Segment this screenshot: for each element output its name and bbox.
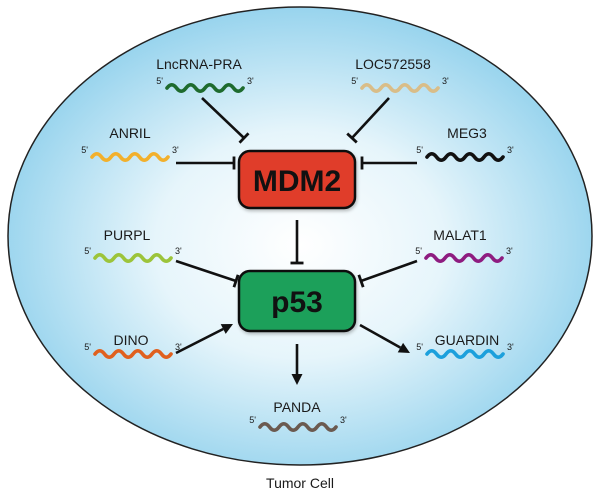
five-prime-label: 5' bbox=[249, 415, 256, 425]
inhibition-edge bbox=[360, 156, 417, 170]
edge-line bbox=[175, 327, 224, 355]
arrowhead-icon bbox=[220, 324, 233, 334]
inhibition-edge bbox=[357, 259, 418, 288]
mdm2-node: MDM2 bbox=[237, 149, 357, 210]
five-prime-label: 5' bbox=[84, 342, 91, 352]
inhibition-edge bbox=[290, 220, 304, 265]
five-prime-label: 5' bbox=[84, 246, 91, 256]
edges-layer bbox=[175, 97, 418, 385]
arrowhead-icon bbox=[291, 374, 303, 385]
p53-node: p53 bbox=[237, 269, 357, 333]
lncrna-label: DINO bbox=[114, 332, 149, 348]
lncrna-layer: LncRNA-PRA5'3'LOC5725585'3'ANRIL5'3'MEG3… bbox=[81, 56, 514, 432]
three-prime-label: 3' bbox=[172, 145, 179, 155]
p53-box bbox=[237, 269, 357, 333]
inhibition-bar-icon bbox=[232, 274, 240, 288]
activation-edge bbox=[359, 323, 410, 353]
five-prime-label: 5' bbox=[416, 145, 423, 155]
five-prime-label: 5' bbox=[415, 246, 422, 256]
three-prime-label: 3' bbox=[507, 145, 514, 155]
edge-line bbox=[359, 323, 402, 349]
rna-strand-icon bbox=[360, 83, 440, 93]
rna-strand-icon bbox=[425, 152, 505, 162]
mdm2-box bbox=[237, 149, 357, 210]
rna-strand-icon bbox=[424, 253, 504, 263]
three-prime-label: 3' bbox=[247, 76, 254, 86]
caption-tumor-cell: Tumor Cell bbox=[266, 475, 334, 491]
lncrna-label: ANRIL bbox=[109, 125, 150, 141]
lncrna-loc572558: LOC572558 5' 3' bbox=[351, 56, 449, 93]
arrowhead-icon bbox=[397, 342, 410, 353]
lncrna-meg3: MEG3 5' 3' bbox=[416, 125, 514, 162]
three-prime-label: 3' bbox=[442, 76, 449, 86]
three-prime-label: 3' bbox=[340, 415, 347, 425]
five-prime-label: 5' bbox=[351, 76, 358, 86]
inhibition-edge bbox=[176, 156, 236, 170]
three-prime-label: 3' bbox=[507, 342, 514, 352]
inhibition-bar-icon bbox=[346, 132, 358, 144]
five-prime-label: 5' bbox=[156, 76, 163, 86]
inhibition-edge bbox=[175, 259, 240, 288]
lncrna-guardin: GUARDIN 5' 3' bbox=[416, 332, 514, 359]
tumor-cell-ellipse bbox=[7, 6, 593, 466]
lncrna-label: MALAT1 bbox=[433, 227, 487, 243]
lncrna-label: GUARDIN bbox=[435, 332, 500, 348]
edge-line bbox=[360, 259, 418, 283]
rna-strand-icon bbox=[93, 253, 173, 263]
edge-line bbox=[175, 259, 237, 283]
rna-strand-icon bbox=[258, 422, 338, 432]
five-prime-label: 5' bbox=[81, 145, 88, 155]
inhibition-edge bbox=[346, 97, 390, 144]
three-prime-label: 3' bbox=[175, 342, 182, 352]
rna-strand-icon bbox=[90, 152, 170, 162]
inhibition-bar-icon bbox=[238, 132, 250, 144]
lncrna-panda: PANDA 5' 3' bbox=[249, 399, 347, 432]
three-prime-label: 3' bbox=[506, 246, 513, 256]
inhibition-bar-icon bbox=[357, 274, 365, 288]
lncrna-anril: ANRIL 5' 3' bbox=[81, 125, 179, 162]
mdm2-label: MDM2 bbox=[253, 165, 341, 198]
activation-edge bbox=[291, 344, 303, 385]
edge-line bbox=[201, 97, 245, 139]
p53-label: p53 bbox=[271, 286, 323, 319]
lncrna-dino: DINO 5' 3' bbox=[84, 332, 182, 359]
five-prime-label: 5' bbox=[416, 342, 423, 352]
lncrna-label: LncRNA-PRA bbox=[156, 56, 242, 72]
lncrna-malat1: MALAT1 5' 3' bbox=[415, 227, 513, 263]
lncrna-label: PURPL bbox=[104, 227, 151, 243]
lncrna-purpl: PURPL 5' 3' bbox=[84, 227, 182, 263]
activation-edge bbox=[175, 324, 233, 355]
rna-strand-icon bbox=[93, 349, 173, 359]
lncrna-label: MEG3 bbox=[447, 125, 487, 141]
lncrna-label: LOC572558 bbox=[355, 56, 431, 72]
inhibition-edge bbox=[201, 97, 250, 144]
edge-line bbox=[351, 97, 390, 139]
rna-strand-icon bbox=[165, 83, 245, 93]
lncrna-lncrna-pra: LncRNA-PRA 5' 3' bbox=[156, 56, 254, 93]
lncrna-label: PANDA bbox=[273, 399, 321, 415]
three-prime-label: 3' bbox=[175, 246, 182, 256]
rna-strand-icon bbox=[425, 349, 505, 359]
